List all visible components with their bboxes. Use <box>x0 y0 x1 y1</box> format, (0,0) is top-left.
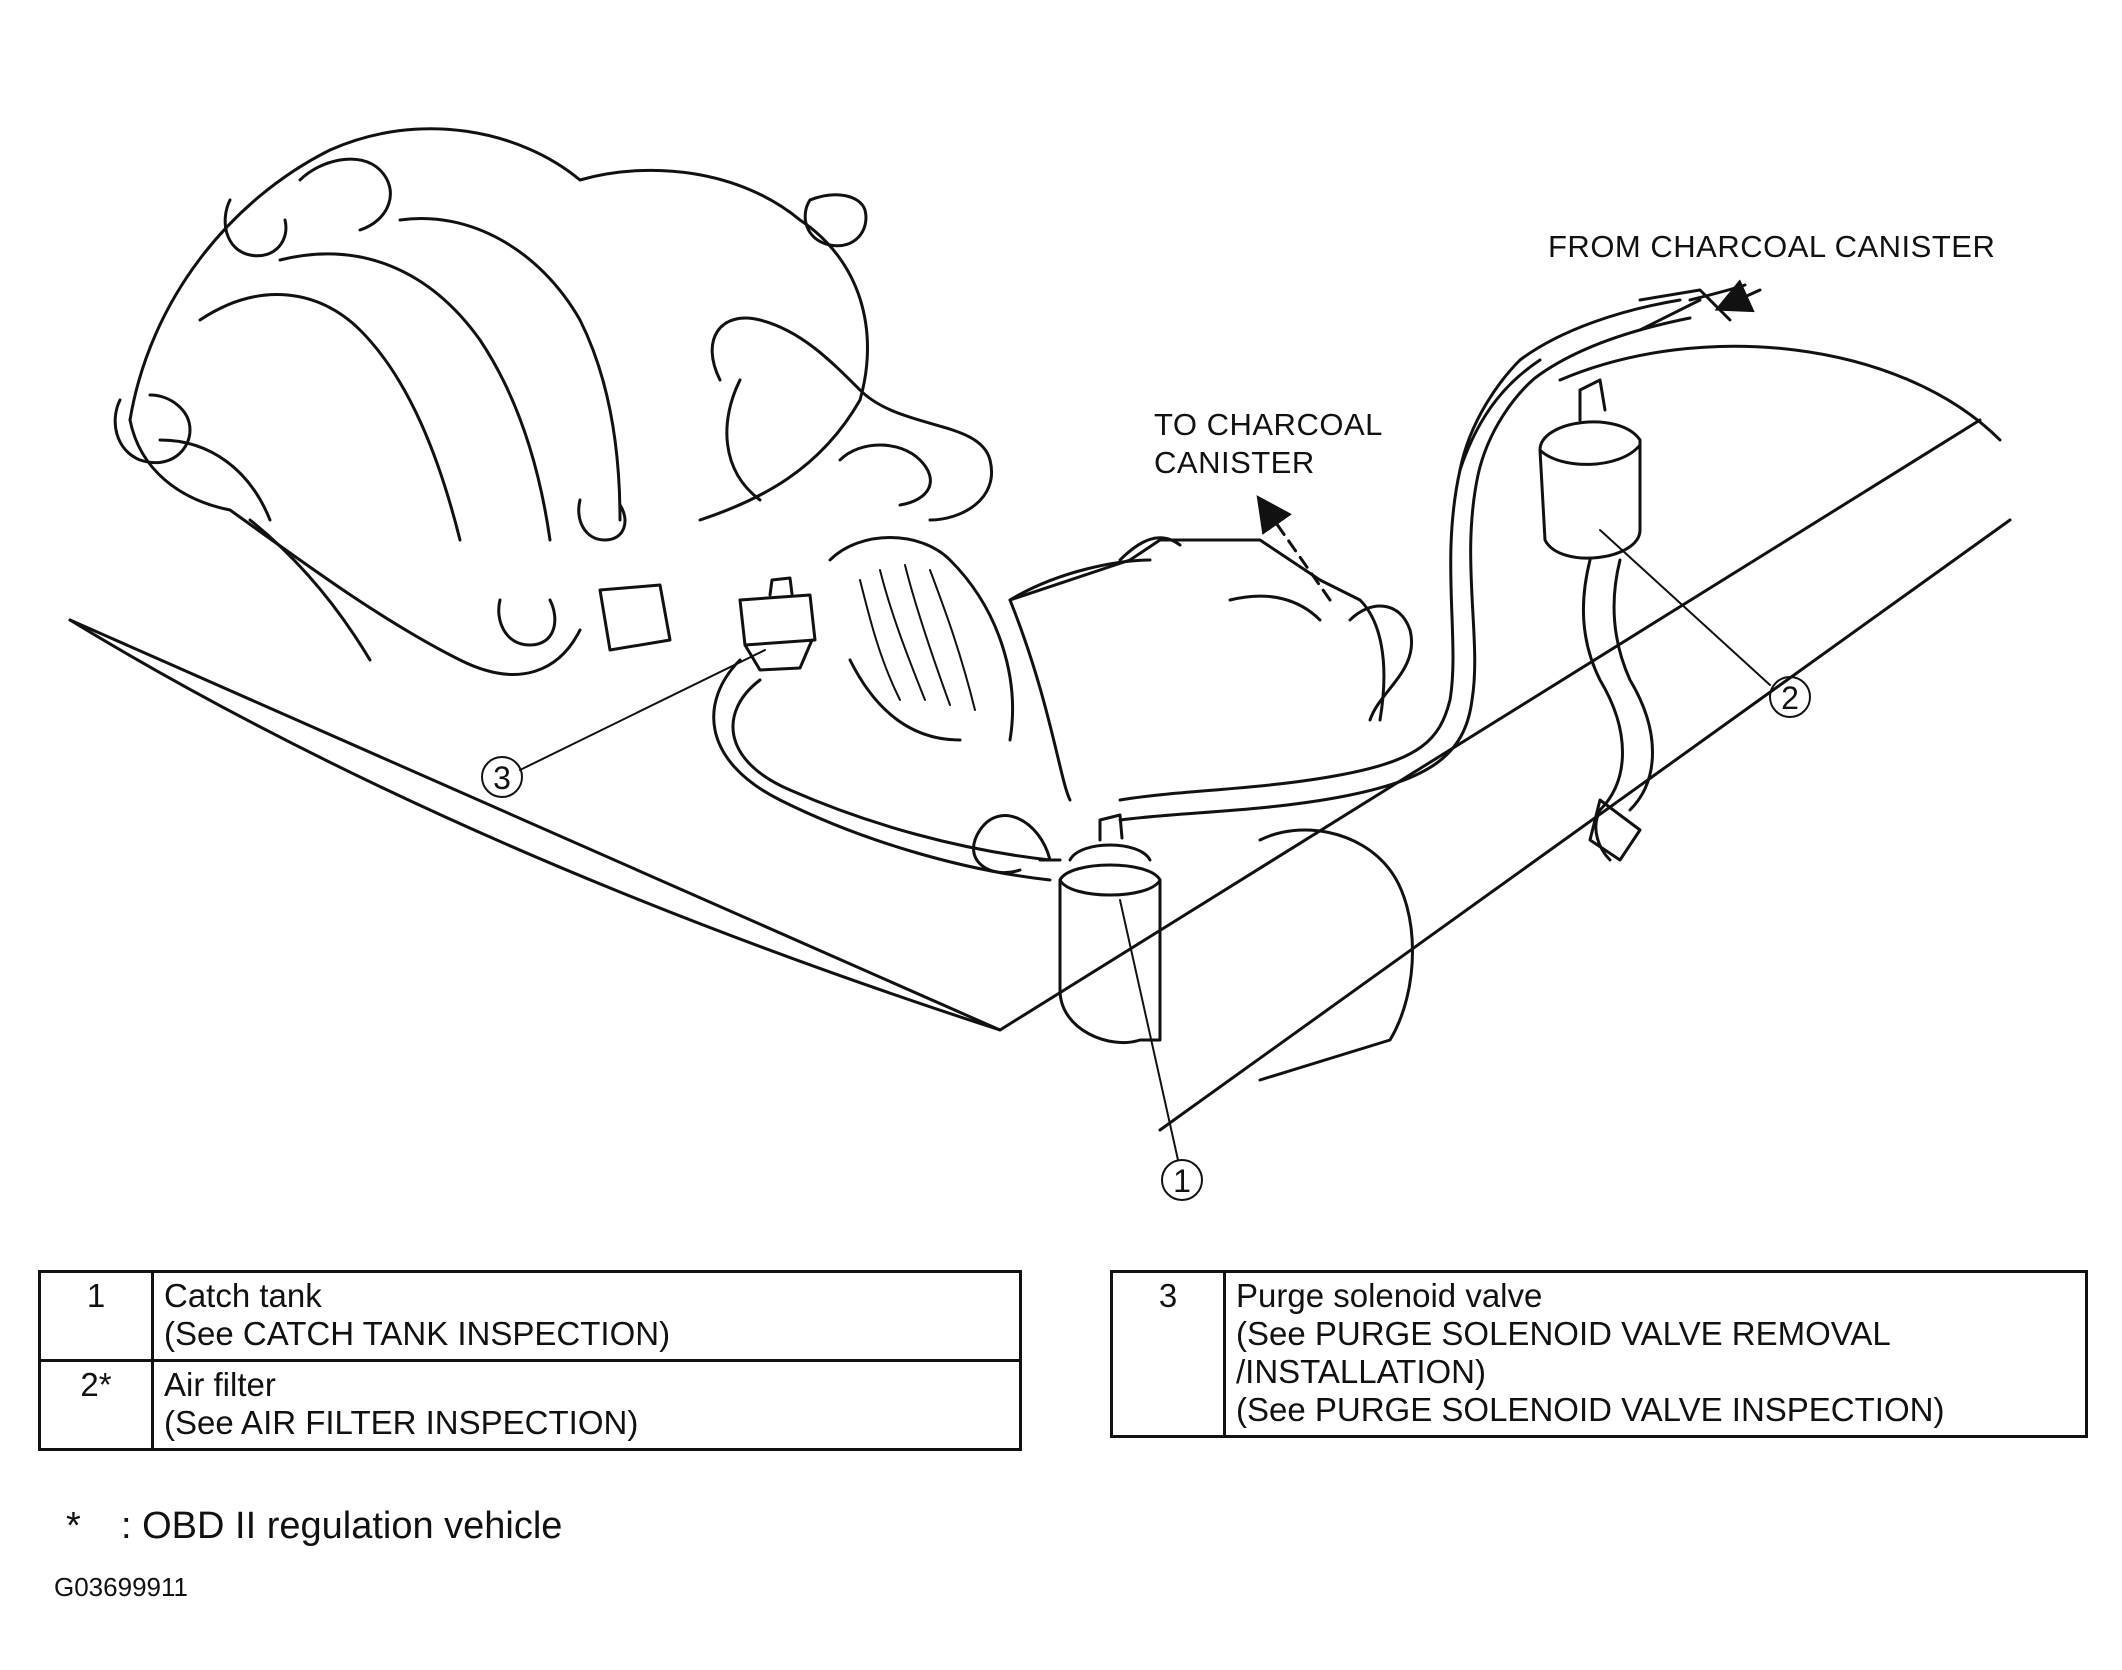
throttle-body <box>598 316 994 652</box>
legend-row-1-num: 1 <box>38 1270 154 1362</box>
callout-3: 3 <box>481 649 766 798</box>
legend-row-1-desc: Catch tank (See CATCH TANK INSPECTION) <box>151 1270 1022 1362</box>
air-cleaner-box <box>1008 536 1414 1082</box>
from-charcoal-canister-label: FROM CHARCOAL CANISTER <box>1548 229 1996 264</box>
legend-row-3-name: Purge solenoid valve <box>1236 1277 1543 1314</box>
footnote-text: : OBD II regulation vehicle <box>121 1505 563 1547</box>
legend-row-3-ref1: (See PURGE SOLENOID VALVE REMOVAL <box>1236 1315 1891 1352</box>
legend-row-2-name: Air filter <box>164 1366 276 1403</box>
footnote-mark: * <box>66 1505 81 1547</box>
callout-2: 2 <box>1599 529 1811 718</box>
engine-body-outline <box>68 344 2012 1132</box>
legend-row-1: 1 Catch tank (See CATCH TANK INSPECTION) <box>38 1270 1022 1362</box>
canister-arrows <box>1256 279 1762 602</box>
purge-solenoid-valve <box>738 576 817 672</box>
callout-2-text: 2 <box>1781 680 1799 716</box>
footnote: * : OBD II regulation vehicle <box>66 1504 562 1548</box>
legend-row-2-num: 2* <box>38 1359 154 1451</box>
legend-row-2-ref: (See AIR FILTER INSPECTION) <box>164 1404 639 1441</box>
legend-row-2-desc: Air filter (See AIR FILTER INSPECTION) <box>151 1359 1022 1451</box>
callout-1: 1 <box>1119 899 1203 1201</box>
legend-row-3-num: 3 <box>1110 1270 1226 1438</box>
to-charcoal-line2: CANISTER <box>1154 445 1315 480</box>
air-intake-duct <box>828 536 1152 742</box>
callout-3-text: 3 <box>493 760 511 796</box>
legend-row-3-ref2: /INSTALLATION) <box>1236 1353 1486 1390</box>
legend-row-3-ref3: (See PURGE SOLENOID VALVE INSPECTION) <box>1236 1391 1945 1428</box>
legend-table-right: 3 Purge solenoid valve (See PURGE SOLENO… <box>1110 1270 2088 1438</box>
legend-row-2: 2* Air filter (See AIR FILTER INSPECTION… <box>38 1359 1022 1451</box>
figure-id: G03699911 <box>54 1572 188 1602</box>
callout-1-text: 1 <box>1173 1163 1191 1199</box>
legend-row-1-name: Catch tank <box>164 1277 322 1314</box>
legend-table-left: 1 Catch tank (See CATCH TANK INSPECTION)… <box>38 1270 1022 1451</box>
intake-manifold <box>113 127 869 676</box>
legend-row-3-desc: Purge solenoid valve (See PURGE SOLENOID… <box>1223 1270 2088 1438</box>
to-charcoal-line1: TO CHARCOAL <box>1154 407 1383 442</box>
to-charcoal-canister-label: TO CHARCOAL CANISTER <box>1154 406 1383 482</box>
legend-row-3: 3 Purge solenoid valve (See PURGE SOLENO… <box>1110 1270 2088 1438</box>
catch-tank <box>1038 813 1162 1045</box>
purge-hoses <box>712 298 1692 882</box>
legend-row-1-ref: (See CATCH TANK INSPECTION) <box>164 1315 671 1352</box>
